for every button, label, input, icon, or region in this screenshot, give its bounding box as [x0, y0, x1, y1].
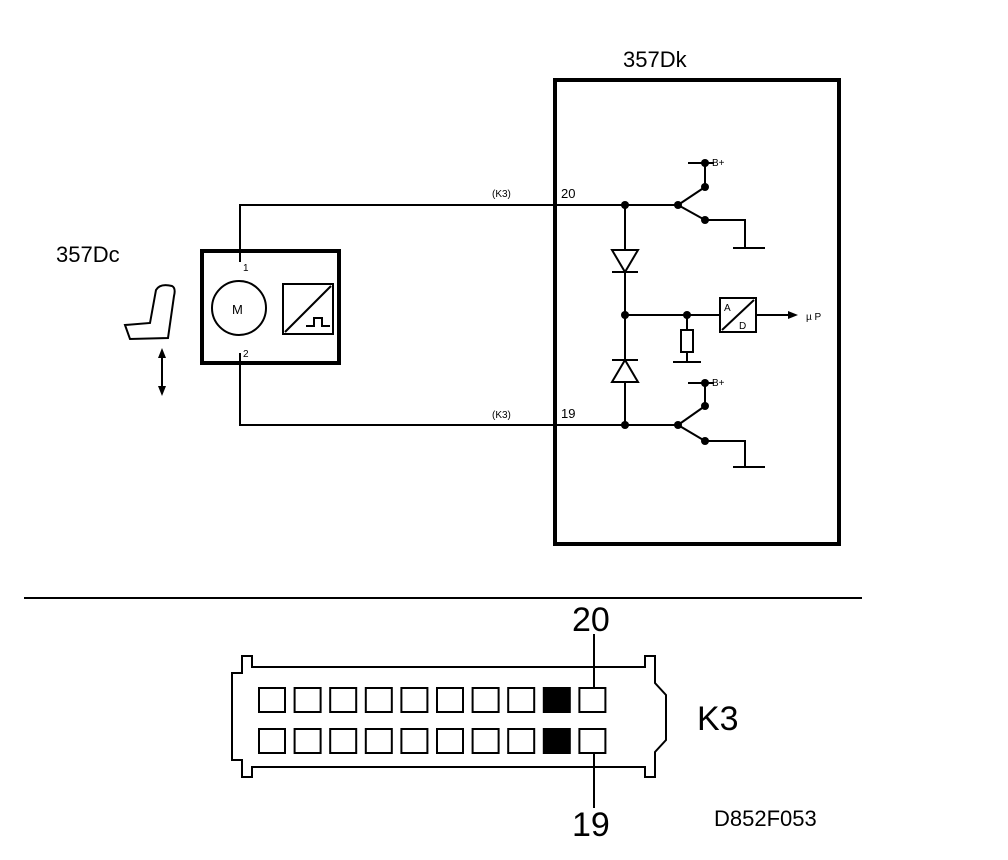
supply-top-label: B+ — [712, 158, 725, 169]
ad-a-label: A — [724, 303, 731, 314]
connector-cell-highlighted — [542, 687, 571, 713]
figure-code-label: D852F053 — [714, 806, 817, 831]
control-module-box — [553, 78, 841, 546]
microprocessor-label: µ P — [806, 312, 822, 323]
connector-cell — [436, 687, 464, 713]
connector-cell — [507, 728, 536, 754]
motor-pin-2-label: 2 — [243, 349, 249, 360]
connector-cell — [400, 687, 429, 713]
motor-unit-box — [200, 249, 341, 365]
motor-symbol — [211, 280, 267, 336]
connector-cell — [329, 728, 358, 754]
module-pin-19-label: 19 — [561, 406, 575, 421]
connector-cell — [258, 728, 286, 754]
connector-cell — [578, 728, 607, 754]
connector-cell — [436, 728, 464, 754]
up-down-arrow-icon — [158, 348, 166, 396]
connector-cell — [578, 687, 607, 713]
connector-cell — [329, 687, 358, 713]
motor-unit-label: 357Dc — [56, 242, 120, 267]
position-sensor-icon — [282, 283, 334, 335]
connector-cell — [293, 687, 322, 713]
module-pin-20-label: 20 — [561, 186, 575, 201]
seat-icon — [123, 284, 176, 341]
connector-k3-outline — [231, 655, 667, 778]
connector-cell — [258, 687, 286, 713]
connector-tag-bottom: (K3) — [492, 410, 511, 421]
connector-pin-20-label: 20 — [572, 601, 610, 639]
connector-cell — [507, 687, 536, 713]
connector-cell — [293, 728, 322, 754]
connector-pin-19-label: 19 — [572, 806, 610, 844]
wire-pin-20 — [239, 204, 625, 262]
control-module-label: 357Dk — [623, 47, 688, 72]
connector-cell — [471, 687, 500, 713]
motor-pin-1-label: 1 — [243, 263, 249, 274]
connector-tag-top: (K3) — [492, 189, 511, 200]
wire-pin-19 — [239, 353, 625, 426]
connector-cell — [471, 728, 500, 754]
ad-d-label: D — [739, 321, 746, 332]
connector-cell-highlighted — [542, 728, 571, 754]
connector-k3-cells — [258, 687, 607, 754]
connector-cell — [364, 728, 393, 754]
connector-cell — [400, 728, 429, 754]
module-internal-circuit — [610, 159, 798, 468]
connector-name-label: K3 — [697, 700, 739, 738]
supply-bottom-label: B+ — [712, 378, 725, 389]
connector-cell — [364, 687, 393, 713]
motor-label: M — [232, 302, 243, 317]
